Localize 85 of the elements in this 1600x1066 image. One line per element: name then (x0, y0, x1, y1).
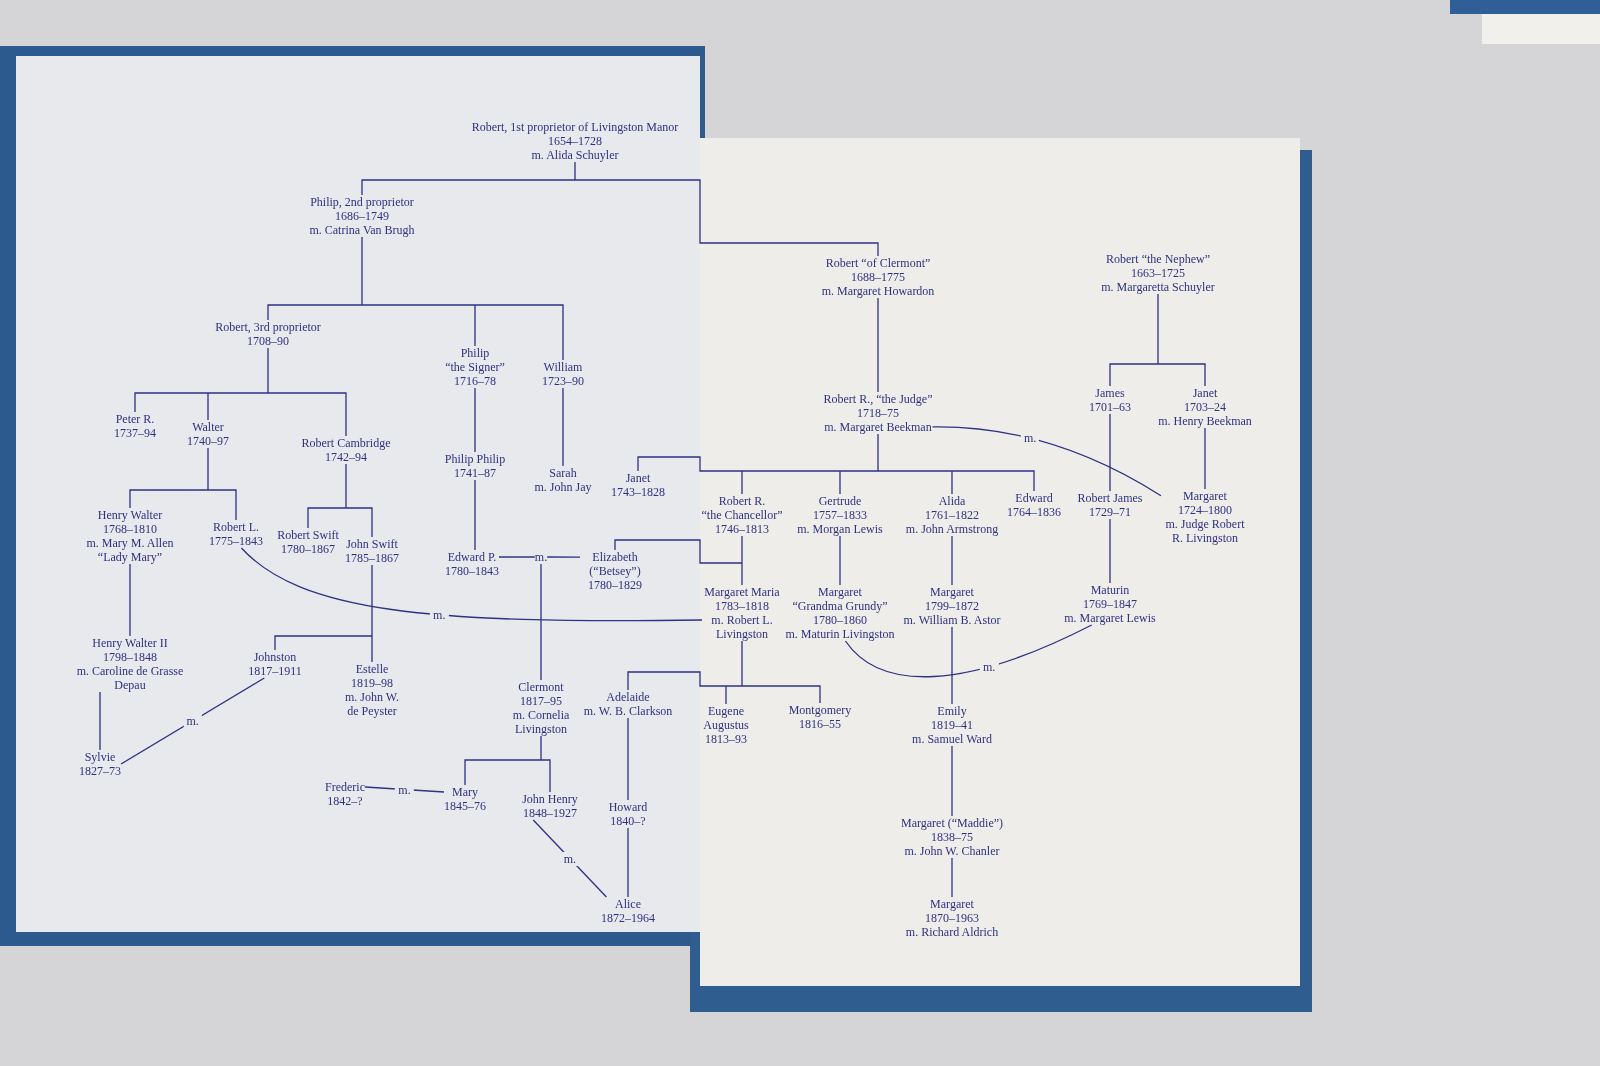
connector-line (614, 535, 743, 586)
connector-line (1109, 518, 1111, 584)
person-entry: Margaret 1724–1800 m. Judge Robert R. Livingston (1161, 489, 1249, 545)
person-entry: Alida 1761–1822 m. John Armstrong (905, 494, 999, 536)
connector-line (877, 297, 879, 393)
person-entry: Eugene Augustus 1813–93 (697, 704, 755, 746)
person-entry: John Swift 1785–1867 (345, 537, 399, 565)
person-entry: Edward P. 1780–1843 (445, 550, 499, 578)
person-entry: Philip “the Signer” 1716–78 (445, 346, 505, 388)
connector-line (951, 857, 953, 898)
person-entry: Montgomery 1816–55 (788, 703, 852, 731)
person-entry: Robert L. 1775–1843 (209, 520, 263, 548)
connector-line (951, 535, 953, 586)
connector-line (931, 426, 1162, 497)
person-entry: Margaret Maria 1783–1818 m. Robert L. Livingston (702, 585, 782, 641)
person-entry: Elizabeth (“Betsey”) 1780–1829 (580, 550, 650, 592)
person-entry: Robert, 1st proprietor of Livingston Manor 1654–1728 m. Alida Schuyler (471, 120, 679, 162)
person-entry: Margaret 1870–1963 m. Richard Aldrich (905, 897, 999, 939)
connector-line (839, 535, 841, 586)
person-entry: James 1701–63 (1089, 386, 1131, 414)
connector-line (120, 677, 265, 765)
person-entry: John Henry 1848–1927 (522, 792, 578, 820)
connector-line (562, 387, 564, 467)
person-entry: Clermont 1817–95 m. Cornelia Livingston (508, 680, 574, 736)
person-entry: Emily 1819–41 m. Samuel Ward (912, 704, 992, 746)
person-entry: Robert Swift 1780–1867 (277, 528, 339, 556)
person-entry: Howard 1840–? (608, 800, 648, 828)
connector-line (1109, 293, 1206, 387)
person-entry: Philip, 2nd proprietor 1686–1749 m. Catrina Van Brugh (309, 195, 415, 237)
marriage-mark: m. (534, 550, 548, 564)
connector-line (637, 433, 1035, 495)
person-entry: Margaret 1799–1872 m. William B. Astor (903, 585, 1001, 627)
connector-line (844, 624, 1093, 678)
connector-line (627, 827, 629, 898)
connector-line (361, 161, 879, 257)
person-entry: Robert Cambridge 1742–94 (301, 436, 391, 464)
connector-line (546, 556, 581, 558)
person-entry: Robert R., “the Judge” 1718–75 m. Margaret Beekman (823, 392, 933, 434)
person-entry: Walter 1740–97 (187, 420, 229, 448)
person-entry: Adelaide m. W. B. Clarkson (583, 690, 673, 718)
connector-line (240, 547, 703, 622)
person-entry: Robert “of Clermont” 1688–1775 m. Margaret Howardon (821, 256, 935, 298)
connector-line (1204, 427, 1206, 490)
connector-line (1109, 413, 1111, 492)
connector-line (540, 563, 542, 681)
person-entry: Robert, 3rd proprietor 1708–90 (215, 320, 321, 348)
person-entry: Mary 1845–76 (444, 785, 486, 813)
person-entry: Edward 1764–1836 (1007, 491, 1061, 519)
person-entry: Robert “the Nephew” 1663–1725 m. Margaretta Schuyler (1101, 252, 1215, 294)
person-entry: Henry Walter II 1798–1848 m. Caroline de Grasse Depau (73, 636, 187, 692)
person-entry: William 1723–90 (542, 360, 584, 388)
person-entry: Robert James 1729–71 (1077, 491, 1143, 519)
connector-line (627, 717, 629, 801)
person-entry: Peter R. 1737–94 (114, 412, 156, 440)
person-entry: Maturin 1769–1847 m. Margaret Lewis (1064, 583, 1156, 625)
person-entry: Sarah m. John Jay (534, 466, 592, 494)
connector-line (474, 387, 476, 453)
connector-line (951, 626, 953, 705)
connector-line (267, 236, 564, 361)
connector-line (951, 745, 953, 817)
connector-line (129, 447, 237, 521)
person-entry: Frederic 1842–? (325, 780, 365, 808)
person-entry: Sylvie 1827–73 (79, 750, 121, 778)
connector-line (532, 819, 608, 898)
person-entry: Estelle 1819–98 m. John W. de Peyster (339, 662, 405, 718)
connector-line (134, 347, 347, 437)
person-entry: Robert R. “the Chancellor” 1746–1813 (701, 494, 783, 536)
connector-line (307, 463, 373, 538)
connector-line (99, 691, 101, 751)
person-entry: Philip Philip 1741–87 (444, 452, 506, 480)
connector-line (498, 556, 536, 558)
person-entry: Janet 1703–24 m. Henry Beekman (1158, 386, 1252, 428)
connector-line (129, 563, 131, 637)
person-entry: Johnston 1817–1911 (248, 650, 302, 678)
person-entry: Margaret (“Maddie”) 1838–75 m. John W. Chanler (900, 816, 1004, 858)
person-entry: Gertrude 1757–1833 m. Morgan Lewis (797, 494, 883, 536)
connector-line (474, 479, 476, 551)
connector-line (274, 564, 373, 663)
person-entry: Henry Walter 1768–1810 m. Mary M. Allen “Lady Mary” (82, 508, 178, 564)
person-entry: Alice 1872–1964 (601, 897, 655, 925)
connector-line (464, 735, 551, 793)
connector-line (627, 640, 821, 705)
person-entry: Janet 1743–1828 (611, 471, 665, 499)
person-entry: Margaret “Grandma Grundy” 1780–1860 m. Maturin Livingston (785, 585, 895, 641)
edge-label: m. (183, 714, 202, 728)
